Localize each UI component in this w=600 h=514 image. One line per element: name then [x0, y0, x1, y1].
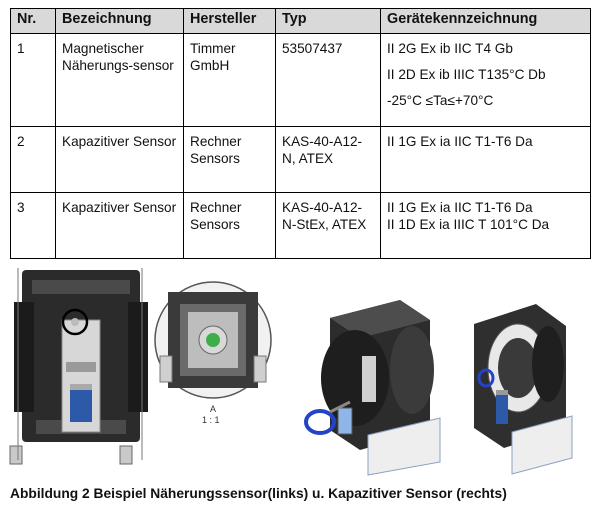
cell-hersteller: Rechner Sensors	[183, 192, 276, 259]
cell-nr: 1	[10, 33, 56, 127]
cell-hersteller: Rechner Sensors	[183, 126, 276, 193]
sensor-illustrations: A 1 : 1	[9, 268, 573, 476]
cell-kennzeichnung: II 1G Ex ia IIC T1-T6 Da	[380, 126, 591, 193]
table-header-row: Nr. Bezeichnung Hersteller Typ Geräteken…	[10, 8, 591, 34]
header-bezeichnung: Bezeichnung	[55, 8, 184, 34]
cell-kennzeichnung: II 1G Ex ia IIC T1-T6 Da II 1D Ex ia III…	[380, 192, 591, 259]
kennzeichnung-line: II 2D Ex ib IIIC T135°C Db	[387, 67, 546, 82]
kennzeichnung-line: -25°C ≤Ta≤+70°C	[387, 93, 494, 108]
cell-nr: 3	[10, 192, 56, 259]
header-geraetekennzeichnung: Gerätekennzeichnung	[380, 8, 591, 34]
pump-isometric-view-2	[474, 304, 573, 475]
kennzeichnung-line: II 1D Ex ia IIIC T 101°C Da	[387, 217, 550, 232]
cell-typ: KAS-40-A12-N-StEx, ATEX	[275, 192, 381, 259]
cell-bezeichnung: Kapazitiver Sensor	[55, 126, 184, 193]
detail-label: A	[210, 404, 216, 414]
cell-nr: 2	[10, 126, 56, 193]
cell-hersteller: Timmer GmbH	[183, 33, 276, 127]
pump-front-view	[9, 268, 148, 465]
header-nr: Nr.	[10, 8, 56, 34]
header-typ: Typ	[275, 8, 381, 34]
capacitive-sensor-ring	[304, 409, 336, 435]
kennzeichnung-line: II 2G Ex ib IIC T4 Gb	[387, 41, 513, 56]
detail-view-a: A 1 : 1	[154, 281, 272, 425]
pump-isometric-view-1	[304, 300, 441, 476]
cell-bezeichnung: Magnetischer Näherungs-sensor	[55, 33, 184, 127]
table-row: 3 Kapazitiver Sensor Rechner Sensors KAS…	[10, 192, 591, 259]
device-spec-table: Nr. Bezeichnung Hersteller Typ Geräteken…	[10, 8, 591, 259]
sensor-highlight-circle	[61, 308, 89, 336]
figure-caption: Abbildung 2 Beispiel Näherungssensor(lin…	[10, 486, 507, 501]
kennzeichnung-line: II 1G Ex ia IIC T1-T6 Da	[387, 200, 533, 215]
cell-kennzeichnung: II 2G Ex ib IIC T4 Gb II 2D Ex ib IIIC T…	[380, 33, 591, 127]
detail-scale: 1 : 1	[202, 415, 220, 425]
header-hersteller: Hersteller	[183, 8, 276, 34]
sensor-figure: A 1 : 1	[0, 260, 600, 480]
table-row: 1 Magnetischer Näherungs-sensor Timmer G…	[10, 33, 591, 127]
table-row: 2 Kapazitiver Sensor Rechner Sensors KAS…	[10, 126, 591, 193]
cell-typ: 53507437	[275, 33, 381, 127]
cell-bezeichnung: Kapazitiver Sensor	[55, 192, 184, 259]
cell-typ: KAS-40-A12-N, ATEX	[275, 126, 381, 193]
kennzeichnung-line: II 1G Ex ia IIC T1-T6 Da	[387, 134, 533, 149]
